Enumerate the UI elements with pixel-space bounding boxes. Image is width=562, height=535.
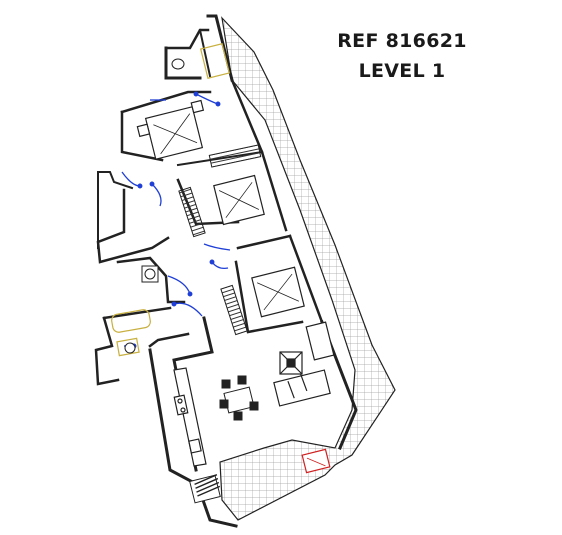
ref-label: REF 816621 [337,30,467,52]
external-steps [189,474,221,504]
wardrobe-2 [178,186,206,238]
terrace-area [219,16,396,521]
fixtures [111,43,231,357]
wardrobe-1 [208,144,262,168]
sofa-main [273,369,331,407]
sofa-side [305,321,335,361]
terrace [219,16,396,521]
kitchen-counter [173,367,207,467]
doors [121,91,231,349]
dining-set [219,375,259,421]
wardrobe-3 [220,284,248,336]
toilets [124,58,185,354]
shower-top [199,43,231,79]
bed-2 [213,174,265,226]
bed-1 [136,99,205,160]
bed-3 [251,266,305,318]
level-label: LEVEL 1 [358,60,446,82]
living-furniture [273,321,335,407]
bathtub [111,309,151,333]
stair-marker [301,448,331,474]
title-block: REF 816621 LEVEL 1 [318,26,486,86]
